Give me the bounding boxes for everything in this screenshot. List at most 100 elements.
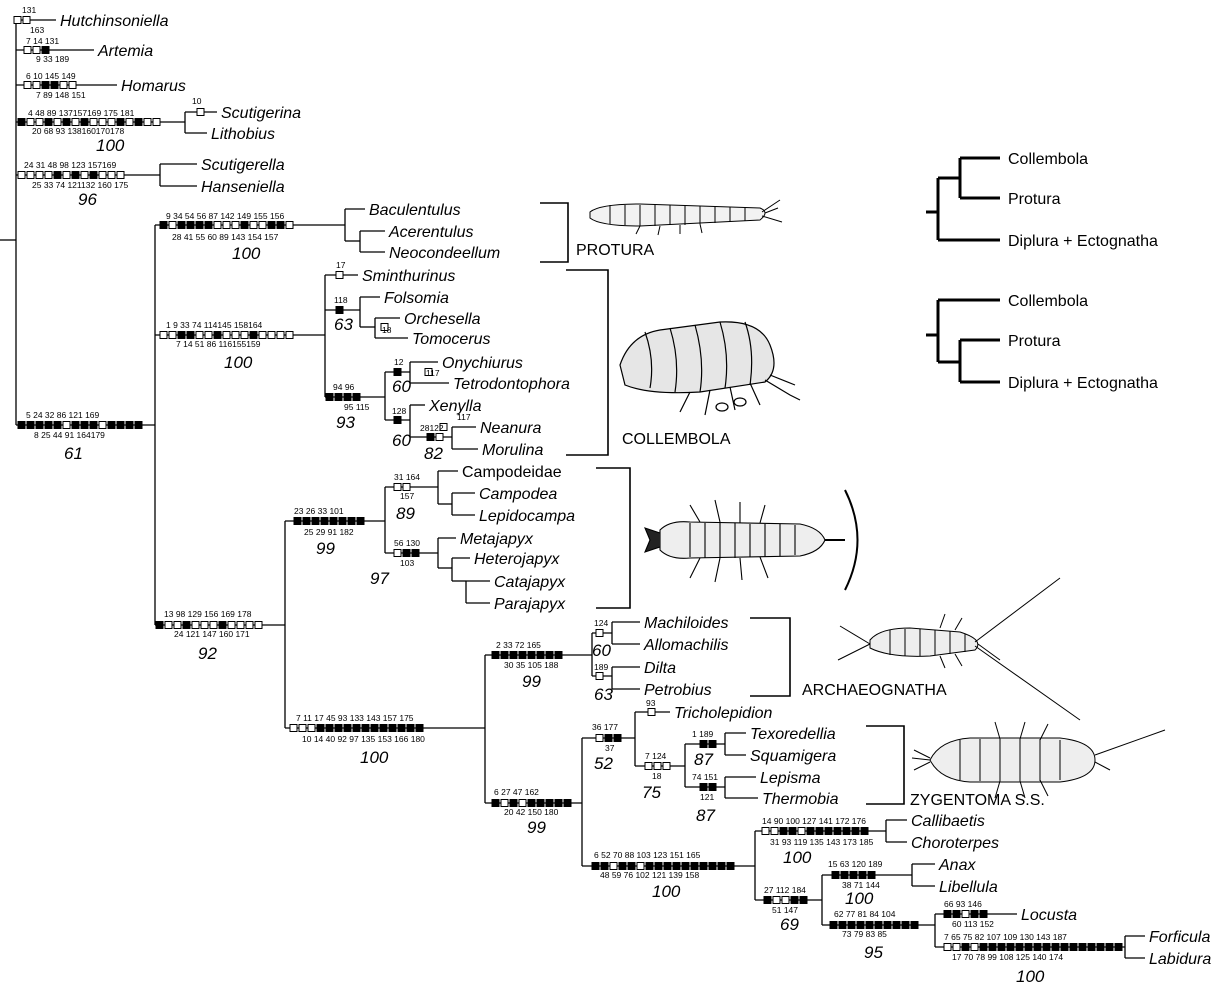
derived-state-box <box>717 862 726 870</box>
derived-state-box <box>824 827 833 835</box>
derived-state-box <box>186 331 195 339</box>
char-number: 27 112 184 <box>764 885 806 895</box>
homoplasy-state-box <box>107 171 116 179</box>
homoplasy-state-box <box>209 621 218 629</box>
derived-state-box <box>979 910 988 918</box>
derived-state-box <box>316 724 325 732</box>
support-value: 100 <box>1016 967 1045 985</box>
derived-state-box <box>276 221 285 229</box>
derived-state-box <box>858 871 867 879</box>
homoplasy-state-box <box>168 221 177 229</box>
derived-state-box <box>1051 943 1060 951</box>
homoplasy-state-box <box>439 423 448 431</box>
derived-state-box <box>554 651 563 659</box>
collembola-bracket <box>566 269 609 456</box>
taxon-label: Lithobius <box>211 126 275 143</box>
taxon-labels: Hutchinsoniella Artemia Homarus Scutiger… <box>60 13 1211 968</box>
support-value: 63 <box>594 685 613 704</box>
taxon-label: Locusta <box>1021 907 1077 924</box>
taxon-label: Morulina <box>482 442 543 459</box>
support-value: 100 <box>232 244 261 263</box>
homoplasy-state-box <box>236 621 245 629</box>
inset-bottom-taxon: Diplura + Ectognatha <box>1008 375 1158 392</box>
derived-state-box <box>613 734 622 742</box>
derived-state-box <box>604 734 613 742</box>
derived-state-box <box>116 421 125 429</box>
derived-state-box <box>491 799 500 807</box>
derived-state-box <box>829 921 838 929</box>
char-number: 128 <box>392 406 406 416</box>
derived-state-box <box>509 651 518 659</box>
derived-state-box <box>699 862 708 870</box>
derived-state-box <box>943 910 952 918</box>
homoplasy-state-box <box>518 799 527 807</box>
char-number: 2 33 72 165 <box>496 640 541 650</box>
inset-cladogram-bottom: Collembola Protura Diplura + Ectognatha <box>926 293 1158 392</box>
char-number: 38 71 144 <box>842 880 880 890</box>
taxon-label: Orchesella <box>404 311 481 328</box>
homoplasy-state-box <box>23 81 32 89</box>
derived-state-box <box>320 517 329 525</box>
derived-state-box <box>500 651 509 659</box>
homoplasy-state-box <box>80 171 89 179</box>
homoplasy-state-box <box>107 118 116 126</box>
homoplasy-state-box <box>26 171 35 179</box>
char-number: 20 68 93 138160170178 <box>32 126 124 136</box>
derived-state-box <box>89 421 98 429</box>
derived-state-box <box>204 221 213 229</box>
derived-state-box <box>799 896 808 904</box>
char-number: 66 93 146 <box>944 899 982 909</box>
derived-state-box <box>334 393 343 401</box>
char-number: 56 130 <box>394 538 420 548</box>
derived-state-box <box>591 862 600 870</box>
homoplasy-state-box <box>116 171 125 179</box>
derived-state-box <box>125 421 134 429</box>
taxon-label: Homarus <box>121 78 186 95</box>
homoplasy-state-box <box>62 171 71 179</box>
derived-state-box <box>892 921 901 929</box>
derived-state-box <box>352 724 361 732</box>
derived-state-box <box>240 221 249 229</box>
derived-state-box <box>356 517 365 525</box>
derived-state-box <box>352 393 361 401</box>
derived-state-box <box>1114 943 1123 951</box>
derived-state-box <box>44 118 53 126</box>
derived-state-box <box>699 783 708 791</box>
char-number: 95 115 <box>344 402 370 412</box>
homoplasy-state-box <box>98 118 107 126</box>
derived-state-box <box>411 549 420 557</box>
inset-top-taxon: Diplura + Ectognatha <box>1008 233 1158 250</box>
derived-state-box <box>1042 943 1051 951</box>
homoplasy-state-box <box>168 331 177 339</box>
homoplasy-state-box <box>143 118 152 126</box>
derived-state-box <box>545 651 554 659</box>
homoplasy-state-box <box>393 549 402 557</box>
derived-state-box <box>681 862 690 870</box>
char-number: 10 14 40 92 97 135 153 166 180 <box>302 734 425 744</box>
homoplasy-state-box <box>196 108 205 116</box>
char-number: 17 <box>336 260 346 270</box>
derived-state-box <box>249 331 258 339</box>
derived-state-box <box>53 421 62 429</box>
derived-state-box <box>1006 943 1015 951</box>
diplura-bracket <box>596 467 631 609</box>
support-value: 100 <box>783 848 812 867</box>
derived-state-box <box>329 517 338 525</box>
taxon-label: Folsomia <box>384 290 449 307</box>
homoplasy-state-box <box>285 221 294 229</box>
homoplasy-state-box <box>159 331 168 339</box>
char-number: 9 34 54 56 87 142 149 155 156 <box>166 211 284 221</box>
char-number: 7 89 148 151 <box>36 90 86 100</box>
char-number: 4 48 89 137157169 175 181 <box>28 108 135 118</box>
derived-state-box <box>600 862 609 870</box>
derived-state-box <box>842 827 851 835</box>
char-number: 189 <box>594 662 608 672</box>
homoplasy-state-box <box>245 621 254 629</box>
protura-bracket <box>540 202 569 263</box>
derived-state-box <box>213 331 222 339</box>
derived-state-box <box>155 621 164 629</box>
derived-state-box <box>847 921 856 929</box>
support-value: 97 <box>370 569 389 588</box>
